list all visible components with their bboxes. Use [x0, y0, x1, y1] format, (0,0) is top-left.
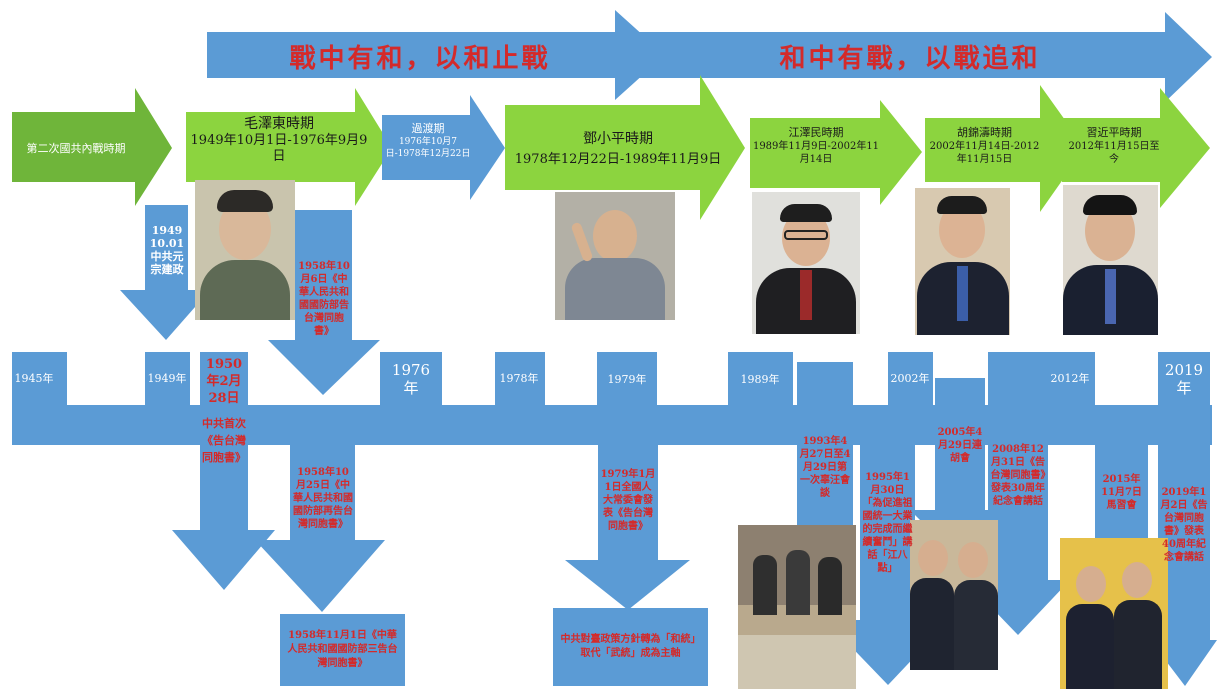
era-label-jiang: 江澤民時期 1989年11月9日-2002年11月14日 [752, 124, 880, 184]
event-text-2005: 2005年4月29日連胡會 [937, 426, 983, 464]
photo-ma-xi-meeting [1060, 538, 1168, 689]
year-marker-1978 [495, 352, 545, 407]
era-deng-dates: 1978年12月22日-1989年11月9日 [514, 152, 722, 167]
event-arrow-1958a [268, 210, 380, 395]
year-label-1989: 1989年 [740, 372, 780, 386]
event-text-1958b: 1958年10月25日《中華人民共和國國防部再告台灣同胞書》 [293, 466, 353, 530]
event-text-1958c: 1958年11月1日《中華人民共和國國防部三告台灣同胞書》 [287, 630, 398, 669]
event-text-1950-body: 中共首次《告台灣同胞書》 [202, 417, 246, 464]
era-label-mao: 毛澤東時期 1949年10月1日-1976年9月9日 [188, 113, 370, 181]
event-text-1979: 1979年1月1日全國人大常委會發表《告台灣同胞書》 [600, 468, 656, 532]
year-label-1978: 1978年 [499, 371, 539, 385]
era-arrow-hu [925, 85, 1085, 212]
year-marker-2002 [888, 352, 933, 407]
era-deng-name: 鄧小平時期 [583, 131, 653, 147]
event-text-1950: 1950年2月28日 中共首次《告台灣同胞書》 [202, 356, 246, 576]
banner-left-text: 戰中有和，以和止戰 [289, 43, 551, 74]
event-text-2008: 2008年12月31日《告台灣同胞書》發表30周年紀念會講話 [990, 443, 1046, 507]
year-label-1945: 1945年 [14, 371, 54, 385]
event-text-1958a: 1958年10月6日《中華人民共和國國防部告台灣同胞書》 [298, 261, 350, 337]
year-marker-2012 [1045, 352, 1095, 407]
photo-koo-wang-talks [738, 525, 856, 689]
era-hu-dates: 2002年11月14日-2012年11月15日 [929, 141, 1040, 165]
year-label-1976: 1976年 [391, 360, 431, 397]
event-arrow-1958b [255, 415, 385, 612]
event-box-1979b [553, 608, 708, 686]
event-arrow-1949 [120, 205, 210, 340]
era-arrow-civilwar [12, 88, 172, 206]
year-label-1979: 1979年 [607, 372, 647, 386]
era-jiang-name: 江澤民時期 [788, 126, 844, 139]
year-marker-1949 [145, 352, 190, 407]
era-arrow-jiang [750, 100, 922, 205]
year-marker-1945 [12, 352, 67, 407]
year-marker-1989 [728, 352, 793, 407]
era-arrow-transition [382, 95, 505, 200]
era-label-deng: 鄧小平時期 1978年12月22日-1989年11月9日 [508, 128, 728, 178]
year-marker-1979 [597, 352, 657, 407]
portrait-hu [915, 188, 1010, 335]
portrait-deng [555, 192, 675, 320]
year-marker-2019 [1158, 352, 1210, 407]
event-text-2019: 2019年1月2日《告台灣同胞書》發表40周年紀念會講話 [1160, 487, 1208, 563]
banner-arrow-left [207, 10, 665, 100]
event-arrow-1979 [565, 415, 690, 610]
year-label-1949: 1949年 [147, 371, 187, 385]
era-xi-name: 習近平時期 [1086, 126, 1142, 139]
era-label-civilwar: 第二次國共內戰時期 [26, 141, 126, 155]
event-arrow-1950 [172, 352, 275, 590]
event-text-1993: 1993年4月27日至4月29日第一次辜汪會談 [799, 435, 851, 499]
era-label-xi: 習近平時期 2012年11月15日至今 [1064, 124, 1164, 184]
banner-arrow-right [630, 12, 1212, 102]
era-arrow-mao [186, 88, 392, 206]
event-text-1949: 1949 10.01 中共元宗建政 [149, 224, 185, 276]
era-xi-dates: 2012年11月15日至今 [1068, 141, 1160, 165]
era-label-hu: 胡錦濤時期 2002年11月14日-2012年11月15日 [927, 124, 1042, 184]
year-label-2012: 2012年 [1050, 371, 1090, 385]
event-text-1995: 1995年1月30日「為促進祖國統一大業的完成而繼續奮鬥」講話「江八點」 [862, 472, 913, 574]
portrait-jiang [752, 192, 860, 334]
era-transition-name: 過渡期 [411, 122, 445, 135]
event-text-1950-head: 1950年2月28日 [205, 357, 243, 406]
event-box-1958c [280, 614, 405, 686]
photo-lien-hu-meeting [910, 520, 998, 670]
portrait-xi [1063, 185, 1158, 335]
era-arrow-deng [505, 75, 745, 220]
year-label-2002: 2002年 [890, 371, 930, 385]
year-label-2019: 2019年 [1164, 360, 1204, 397]
era-jiang-dates: 1989年11月9日-2002年11月14日 [752, 141, 880, 165]
era-label-transition: 過渡期 1976年10月7日-1978年12月22日 [384, 120, 472, 180]
era-hu-name: 胡錦濤時期 [957, 126, 1012, 139]
era-mao-dates: 1949年10月1日-1976年9月9日 [190, 133, 368, 164]
event-text-2015: 2015年11月7日馬習會 [1101, 474, 1142, 511]
event-text-1979b: 中共對臺政策方針轉為「和統」取代「武統」成為主軸 [560, 634, 701, 659]
event-arrow-2005 [910, 378, 1010, 560]
era-arrow-xi [1062, 88, 1210, 208]
banner-right-text: 和中有戰，以戰追和 [779, 43, 1041, 74]
era-transition-dates: 1976年10月7日-1978年12月22日 [385, 137, 471, 159]
year-marker-1976 [380, 352, 442, 407]
era-mao-name: 毛澤東時期 [244, 116, 314, 132]
portrait-mao [195, 180, 295, 320]
